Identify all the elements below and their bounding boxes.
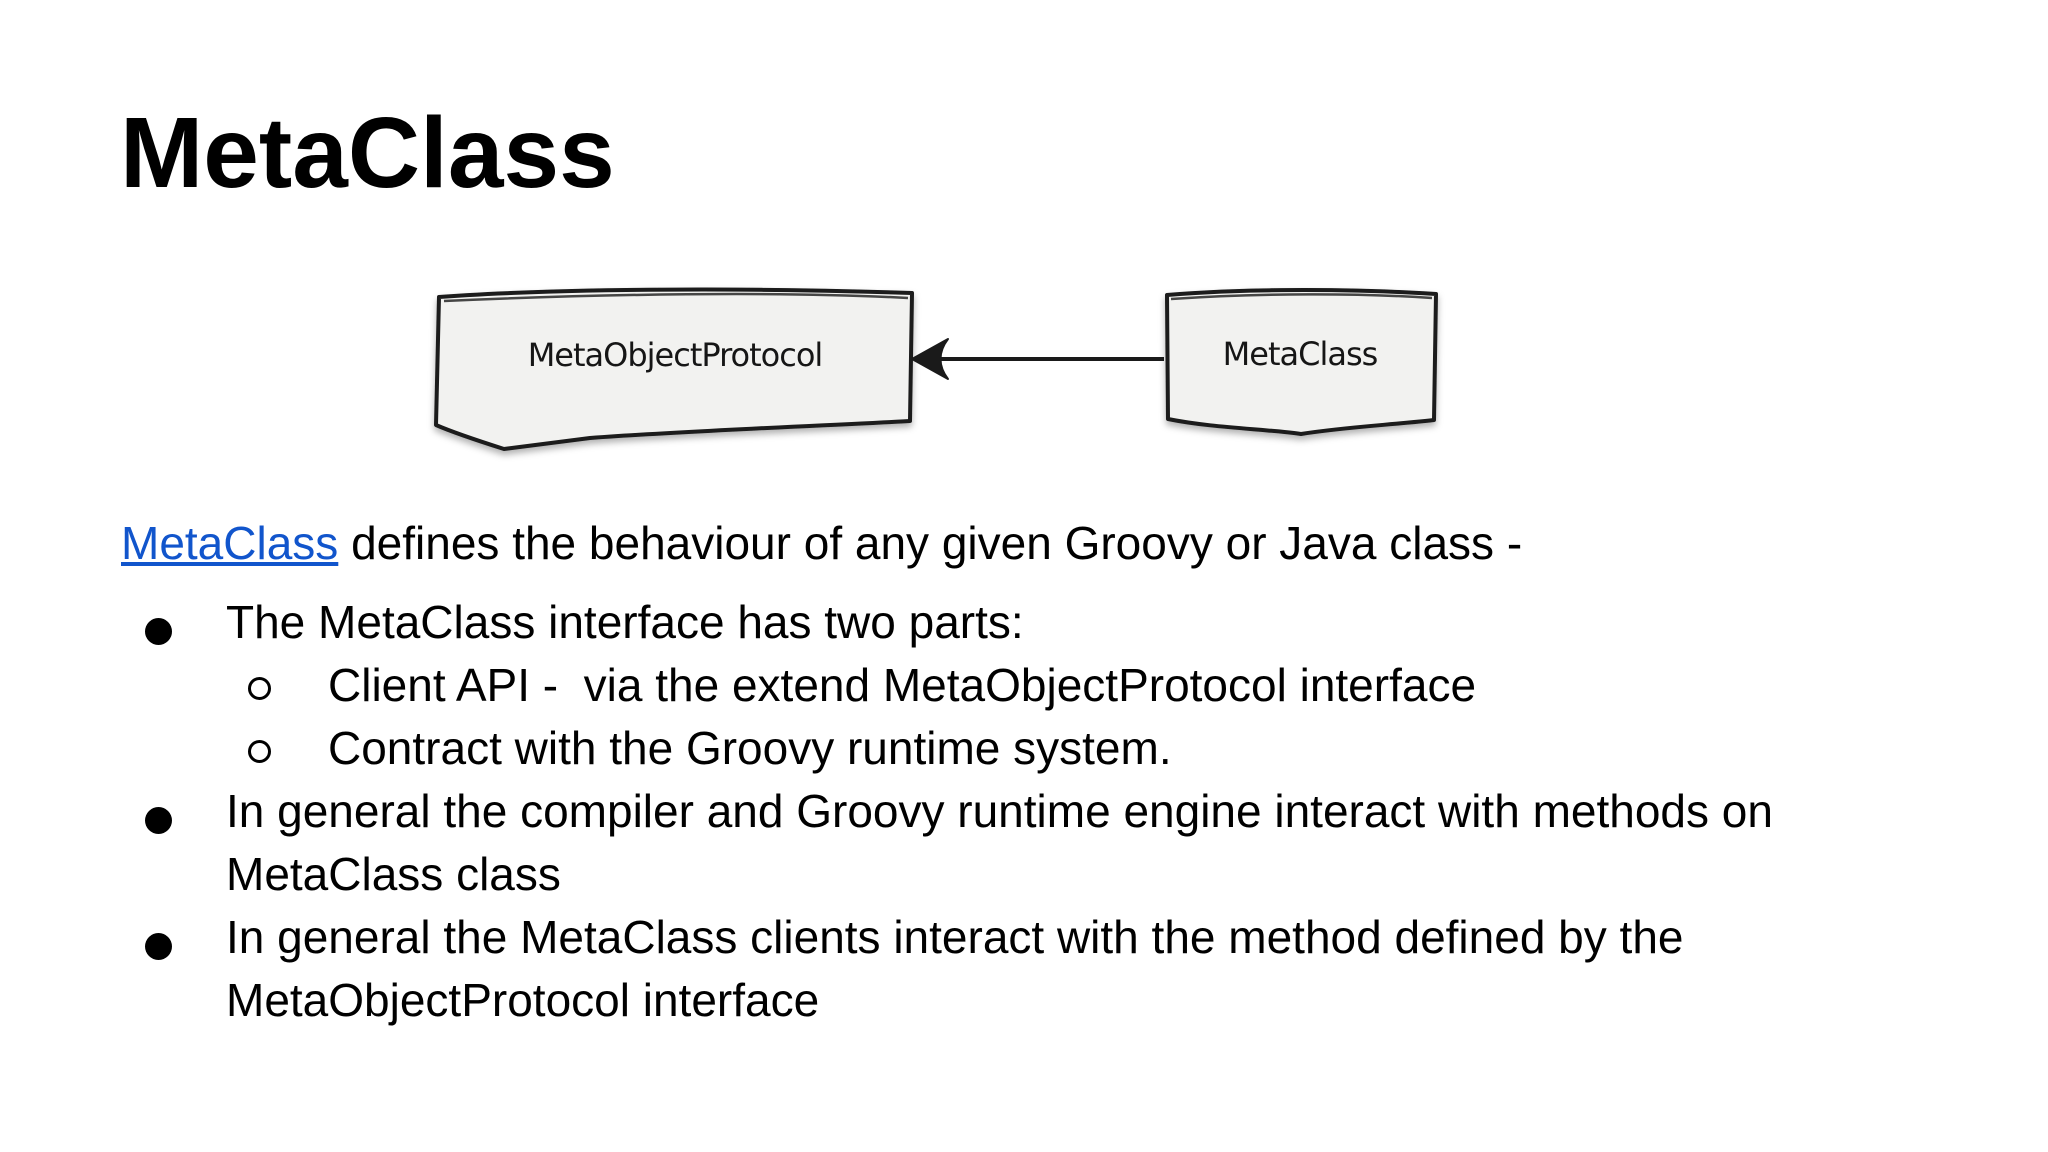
uml-box-label-metaobjectprotocol: MetaObjectProtocol <box>528 336 823 374</box>
filled-bullet-icon <box>145 933 172 960</box>
sketch-stroke <box>443 292 909 303</box>
hollow-bullet-icon <box>248 740 271 763</box>
list-item-text: In general the MetaClass clients interac… <box>226 911 1697 1026</box>
list-item-text: Contract with the Groovy runtime system. <box>328 722 1172 774</box>
uml-box-metaclass <box>1165 288 1438 436</box>
filled-bullet-icon <box>145 807 172 834</box>
uml-diagram: MetaObjectProtocol MetaClass <box>434 287 1438 451</box>
sketch-stroke <box>1170 293 1433 301</box>
list-item-text: Client API - via the extend MetaObjectPr… <box>328 659 1477 711</box>
left-arrowhead-icon <box>911 338 949 380</box>
intro-text: defines the behaviour of any given Groov… <box>338 517 1523 569</box>
list-item: The MetaClass interface has two parts: <box>120 591 1890 654</box>
filled-bullet-icon <box>145 618 172 645</box>
uml-box-metaobjectprotocol <box>434 287 914 451</box>
list-item-text: The MetaClass interface has two parts: <box>226 596 1024 648</box>
slide-title: MetaClass <box>120 97 615 209</box>
uml-box-label-metaclass: MetaClass <box>1223 335 1378 373</box>
intro-paragraph: MetaClass defines the behaviour of any g… <box>121 512 1522 575</box>
list-item-text: In general the compiler and Groovy runti… <box>226 785 1786 900</box>
list-subitem: Client API - via the extend MetaObjectPr… <box>120 654 1890 717</box>
list-item: In general the compiler and Groovy runti… <box>120 780 1890 906</box>
bullet-list: The MetaClass interface has two parts: C… <box>120 591 1890 1032</box>
hollow-bullet-icon <box>248 677 271 700</box>
list-item: In general the MetaClass clients interac… <box>120 906 1890 1032</box>
metaclass-link[interactable]: MetaClass <box>121 517 339 569</box>
list-subitem: Contract with the Groovy runtime system. <box>120 717 1890 780</box>
